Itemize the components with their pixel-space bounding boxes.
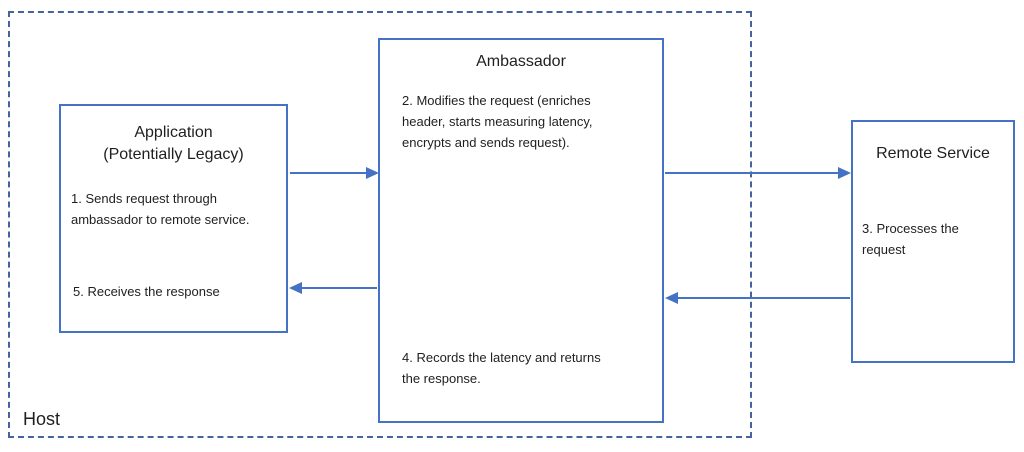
application-step-send: 1. Sends request through ambassador to r… <box>71 191 250 227</box>
node-remote-service: Remote Service 3. Processes the request <box>851 120 1015 363</box>
ambassador-title: Ambassador <box>476 53 566 70</box>
arrowhead-right-icon <box>838 167 851 179</box>
ambassador-step-record: 4. Records the latency and returns the r… <box>402 350 601 386</box>
node-ambassador: Ambassador 2. Modifies the request (enri… <box>378 38 664 423</box>
application-step-receive: 5. Receives the response <box>73 284 220 299</box>
arrow-remote-service-to-ambassador <box>665 292 850 304</box>
host-boundary: Host <box>8 11 752 438</box>
arrow-ambassador-to-remote-service <box>665 167 851 179</box>
host-label: Host <box>23 409 61 429</box>
arrow-application-to-ambassador <box>290 167 379 179</box>
remote-service-title: Remote Service <box>876 145 990 162</box>
arrow-ambassador-to-application <box>289 282 377 294</box>
arrowhead-right-icon <box>366 167 379 179</box>
ambassador-step-modify: 2. Modifies the request (enriches header… <box>402 93 593 150</box>
arrowhead-left-icon <box>665 292 678 304</box>
arrowhead-left-icon <box>289 282 302 294</box>
remote-service-step-process: 3. Processes the request <box>862 221 959 257</box>
application-title: Application (Potentially Legacy) <box>103 124 244 163</box>
node-application: Application (Potentially Legacy) 1. Send… <box>59 104 288 333</box>
